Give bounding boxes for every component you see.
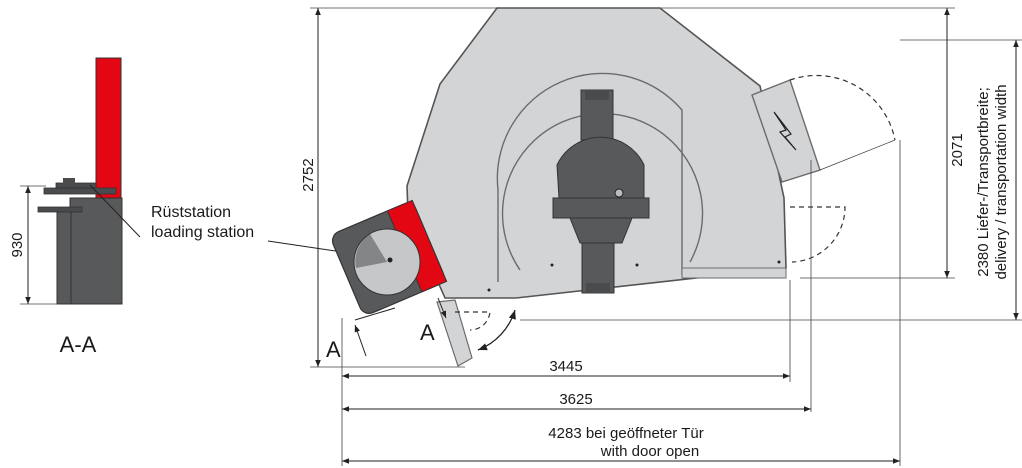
electrical-hazard-icon — [773, 111, 797, 151]
dimension-open-width-de: 4283 bei geöffneter Tür — [548, 425, 703, 442]
rotor-lower — [569, 217, 633, 244]
section-upper-plate — [55, 182, 97, 189]
dimension-transport-width-de: 2380 Liefer-/Transportbreite; — [975, 87, 992, 277]
section-marker-right: A — [420, 320, 435, 345]
front-door-swing-dash — [455, 311, 491, 331]
section-base-column — [69, 197, 123, 305]
loading-station-disk-shadow — [355, 234, 387, 268]
section-marker-left: A — [326, 337, 341, 362]
side-door-swing — [790, 206, 846, 263]
loading-station-disk-center — [387, 257, 393, 263]
section-view-label: A-A — [60, 332, 97, 357]
section-mid-plate — [37, 206, 83, 213]
top-mount-cap — [585, 90, 609, 100]
section-top-plate — [43, 187, 117, 195]
section-knob — [63, 178, 75, 184]
section-height-dimension: 930 — [9, 232, 26, 257]
dimension-transport-width-en: delivery / transportation width — [993, 84, 1010, 279]
dimension-right-height: 2071 — [949, 133, 966, 166]
machine-top-view — [331, 7, 896, 367]
rotor-center-bolt — [614, 188, 624, 198]
dimension-width-3625: 3625 — [559, 391, 592, 408]
dimension-lines: 2752 2071 2380 Liefer-/Transportbreite; … — [300, 7, 1022, 466]
dimension-total-height: 2752 — [300, 158, 317, 191]
marker-dot-3 — [635, 263, 639, 267]
callout-label-en: loading station — [151, 224, 254, 241]
marker-dot-1 — [487, 288, 491, 292]
section-red-column — [95, 57, 122, 201]
marker-dot-2 — [550, 263, 554, 267]
callout-label-de: Rüststation — [151, 204, 231, 221]
marker-dot-4 — [777, 260, 781, 264]
section-markers: A A — [326, 297, 447, 362]
cabinet-door-swing — [789, 74, 896, 141]
section-view-a-a: 930 A-A — [9, 57, 141, 357]
right-flange — [681, 267, 787, 279]
dimension-open-width-en: with door open — [600, 443, 699, 460]
bottom-mount-cap — [586, 283, 610, 293]
front-door-swing-arrow — [477, 309, 516, 351]
dimension-width-3445: 3445 — [549, 358, 582, 375]
rotor-plate — [552, 197, 650, 219]
section-leg — [56, 209, 72, 305]
